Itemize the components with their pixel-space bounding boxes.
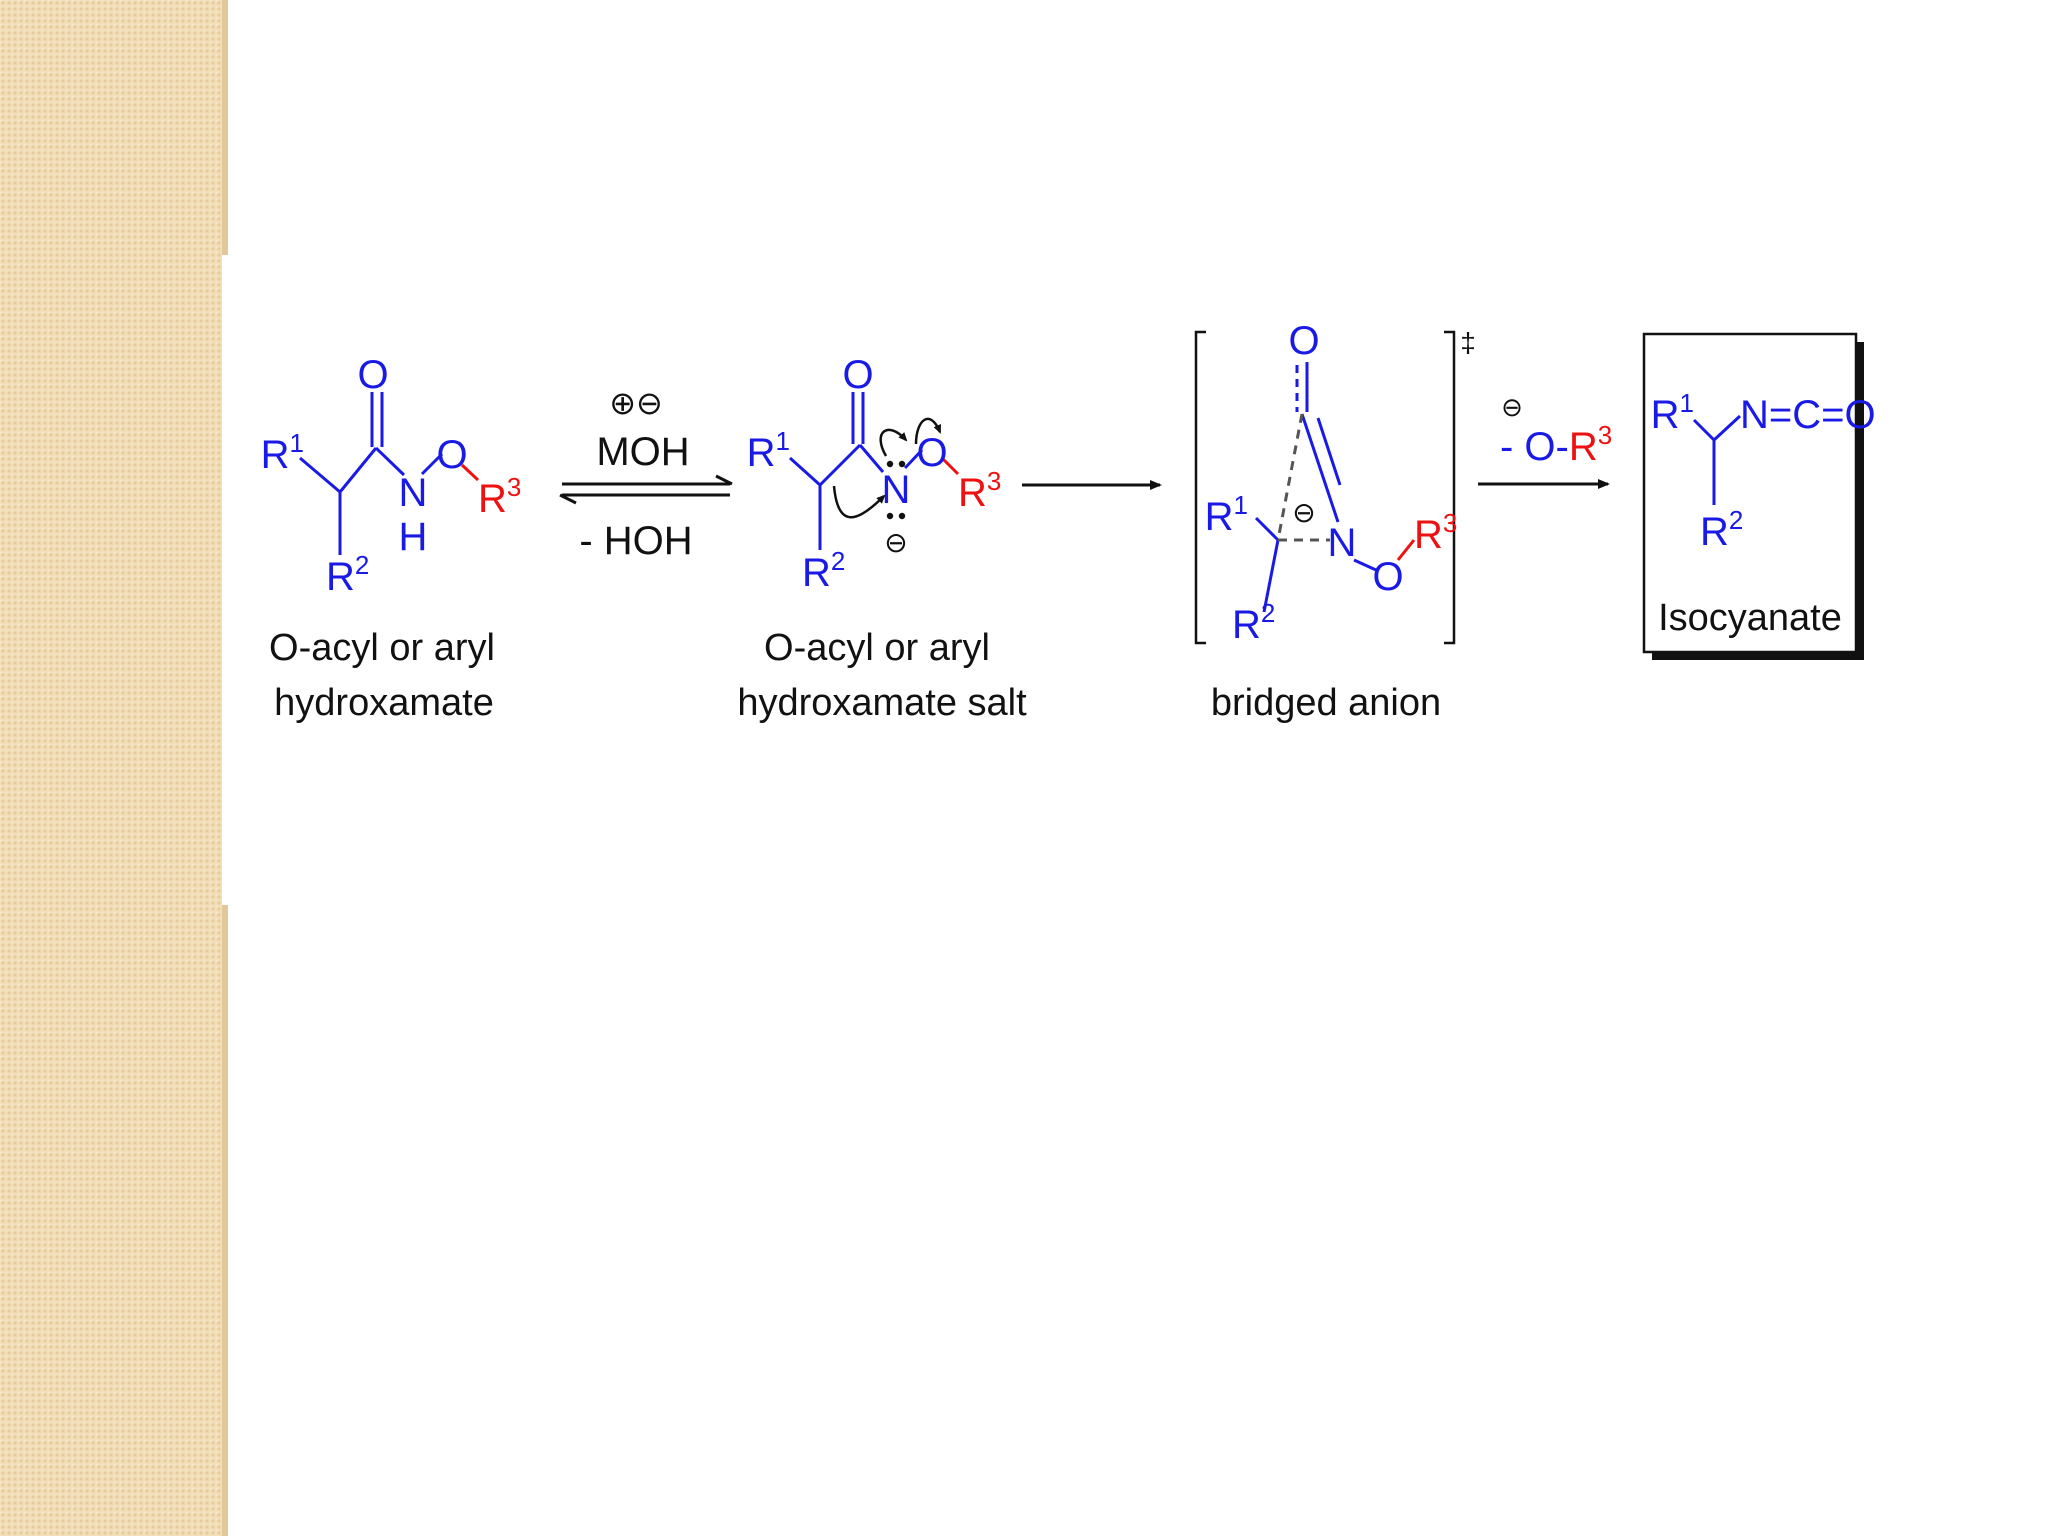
leaving-group-charge: ⊖ xyxy=(1501,392,1523,422)
bridged-label: bridged anion xyxy=(1211,682,1441,724)
salt-label-line2: hydroxamate salt xyxy=(737,682,1027,724)
nitrogen-atom: N xyxy=(882,468,911,512)
carbonyl-oxygen: O xyxy=(842,353,873,397)
curved-arrow-lone-pair xyxy=(879,428,908,457)
product-label: Isocyanate xyxy=(1658,597,1842,639)
linking-oxygen: O xyxy=(1372,555,1403,599)
decorative-side-strip xyxy=(0,0,228,1536)
r1-group: R1 xyxy=(1651,388,1694,437)
r3-group: R3 xyxy=(1414,508,1457,557)
start-label-line2: hydroxamate xyxy=(274,682,494,724)
isocyanate-group: N=C=O xyxy=(1740,393,1876,437)
linking-oxygen: O xyxy=(436,433,467,477)
nitrogen-atom: N xyxy=(399,471,428,515)
hydrogen-atom: H xyxy=(399,515,428,559)
content-band-edge xyxy=(222,255,242,905)
top-oxygen: O xyxy=(1288,319,1319,363)
r3-group: R3 xyxy=(958,466,1001,515)
negative-charge: ⊖ xyxy=(884,527,907,558)
bridge-charge: ⊖ xyxy=(1292,497,1315,528)
start-hydroxamate: O R1 N H O R3 R2 O-acyl or aryl hydroxam… xyxy=(261,353,522,724)
byproduct-label: - HOH xyxy=(579,519,692,563)
linking-oxygen: O xyxy=(916,431,947,475)
bridged-anion: ‡ O ⊖ R1 N O R3 R2 bridged anion xyxy=(1194,319,1476,724)
curved-arrow-cleavage xyxy=(914,417,942,445)
salt-label-line1: O-acyl or aryl xyxy=(764,627,990,669)
r2-group: R2 xyxy=(326,550,369,599)
r2-group: R2 xyxy=(1232,598,1275,647)
isocyanate-product: R1 N=C=O R2 Isocyanate xyxy=(1642,332,1876,660)
lone-pair-dots xyxy=(886,460,906,520)
leaving-group-label: - O-R3 xyxy=(1500,420,1612,469)
equilibrium-arrows: ⊕⊖ MOH - HOH xyxy=(559,385,733,563)
product-box xyxy=(1642,332,1858,654)
reaction-arrow-2-group: ⊖ - O-R3 xyxy=(1478,392,1612,489)
start-label-line1: O-acyl or aryl xyxy=(269,627,495,669)
r2-group: R2 xyxy=(802,546,845,595)
transition-state-brackets xyxy=(1194,330,1456,645)
reagent-label: MOH xyxy=(596,430,689,474)
hydroxamate-salt: O R1 N ⊖ O R3 R2 O-acyl or aryl hydroxam… xyxy=(737,353,1027,724)
curved-arrow-migration xyxy=(832,485,886,519)
carbonyl-oxygen: O xyxy=(357,353,388,397)
nitrogen-atom: N xyxy=(1328,521,1357,565)
r1-group: R1 xyxy=(1205,490,1248,539)
r1-group: R1 xyxy=(747,426,790,475)
base-charges: ⊕⊖ xyxy=(609,385,663,421)
r1-group: R1 xyxy=(261,428,304,477)
double-dagger: ‡ xyxy=(1460,327,1476,358)
r2-group: R2 xyxy=(1700,505,1743,554)
r3-group: R3 xyxy=(478,472,521,521)
